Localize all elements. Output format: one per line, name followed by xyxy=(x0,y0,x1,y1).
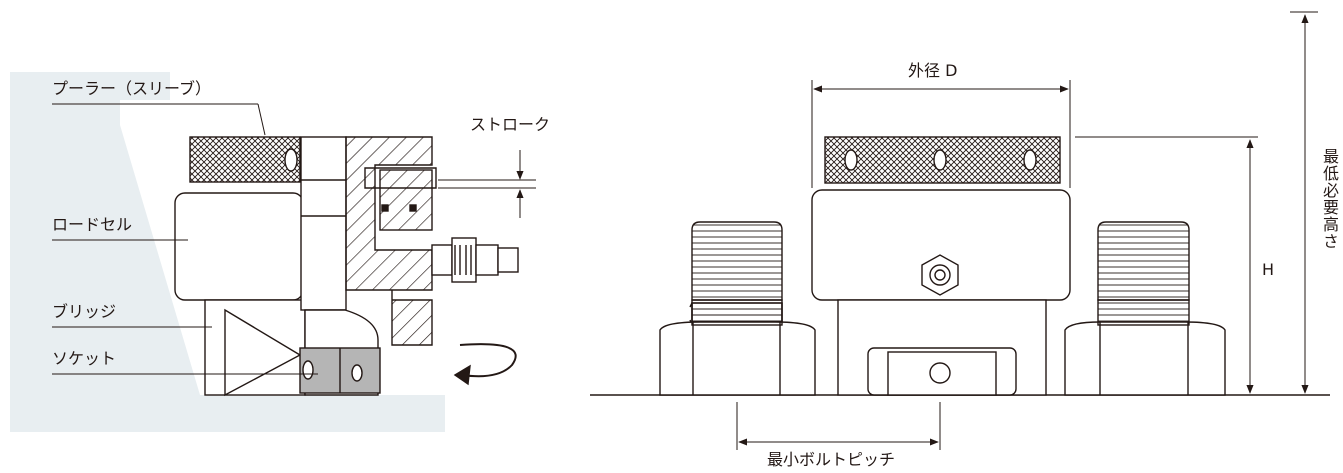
label-stroke: ストローク xyxy=(470,115,551,134)
left-nut xyxy=(659,321,816,396)
right-dimensions xyxy=(736,11,1318,450)
background-panel xyxy=(10,72,445,432)
label-bridge: ブリッジ xyxy=(52,302,117,321)
label-outer-diameter: 外径 D xyxy=(908,61,958,80)
label-puller: プーラー（スリーブ） xyxy=(52,79,212,98)
hydraulic-coupler xyxy=(431,237,519,283)
hatched-seal xyxy=(379,169,433,231)
left-cross-section xyxy=(10,72,519,432)
center-column xyxy=(300,136,347,311)
right-nut xyxy=(1064,321,1226,396)
rotation-arrow xyxy=(459,343,517,378)
label-height: H xyxy=(1262,260,1275,279)
label-min-height: 最低必要高さ xyxy=(1320,148,1339,250)
puller-hole xyxy=(284,148,298,172)
label-min-bolt-pitch: 最小ボルトピッチ xyxy=(767,450,896,469)
hatched-piston xyxy=(345,136,433,346)
label-socket: ソケット xyxy=(52,349,117,368)
load-cell-body xyxy=(174,192,304,301)
left-leader-lines xyxy=(52,103,536,375)
puller-knurl xyxy=(189,136,301,183)
label-load-cell: ロードセル xyxy=(52,215,133,234)
right-elevation xyxy=(590,136,1330,396)
